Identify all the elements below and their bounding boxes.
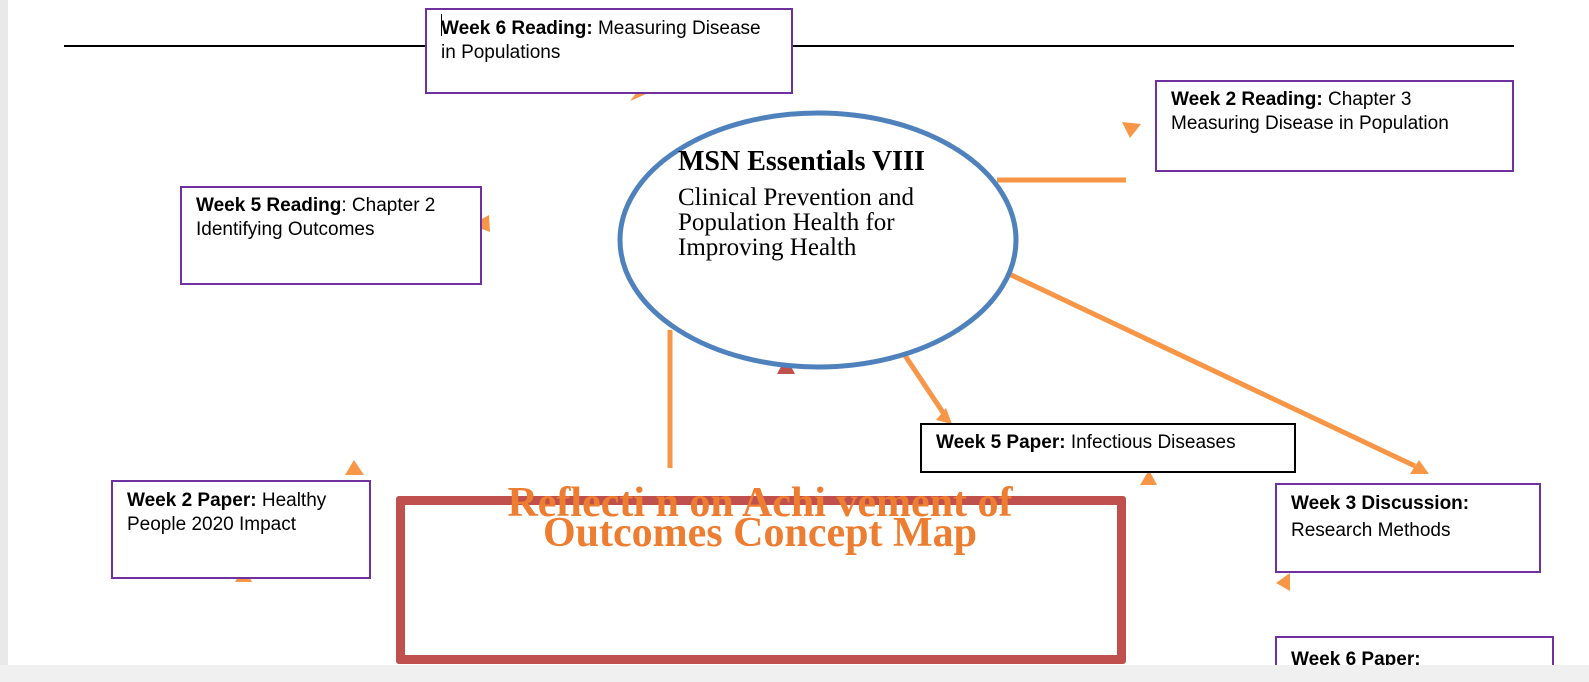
week2-paper-box[interactable]: Week 2 Paper: Healthy People 2020 Impact: [111, 480, 371, 579]
box-label: Week 3 Discussion:: [1291, 493, 1470, 514]
week2-reading-box[interactable]: Week 2 Reading: Chapter 3 Measuring Dise…: [1155, 80, 1514, 172]
box-label: Week 5 Reading: [196, 195, 342, 216]
reflection-frame[interactable]: [396, 496, 1126, 664]
box-label: Week 2 Paper:: [127, 490, 257, 511]
status-bar: [0, 665, 1589, 682]
box-text: Chapter 3 Measuring Disease in Populatio…: [1171, 89, 1449, 134]
overlay-title-line: Reflecti n on Achi vement of: [507, 480, 1013, 526]
page-margin: [0, 0, 8, 682]
box-text: Measuring Disease in Populations: [441, 18, 761, 63]
overlay-title-line: Outcomes Concept Map: [543, 510, 977, 556]
ellipse-content: MSN Essentials VIII Clinical Prevention …: [678, 145, 968, 260]
arrowhead-week2-paper-top: [345, 460, 364, 475]
ellipse-subtitle-line: Improving Health: [678, 234, 857, 261]
week5-paper-box[interactable]: Week 5 Paper: Infectious Diseases: [920, 423, 1296, 473]
week6-reading-box[interactable]: Week 6 Reading: Measuring Disease in Pop…: [425, 8, 793, 94]
connector-ellipse-week5-paper: [897, 346, 947, 416]
connector-ellipse-week3-discussion: [1003, 269, 1417, 469]
box-label: Week 5 Paper:: [936, 432, 1066, 453]
box-text: Research Methods: [1291, 520, 1451, 541]
ellipse-subtitle-line: Population Health for: [678, 209, 895, 236]
arrowhead-week3-discussion: [1410, 460, 1429, 474]
text-cursor: [441, 14, 442, 36]
box-label: Week 2 Reading:: [1171, 89, 1323, 110]
arrowhead-week5-paper-bottom: [1140, 470, 1157, 485]
arrowhead-week3-discussion-bottom: [1276, 573, 1290, 591]
box-text: Infectious Diseases: [1065, 432, 1236, 453]
week5-reading-box[interactable]: Week 5 Reading: Chapter 2 Identifying Ou…: [180, 186, 482, 285]
box-text: : Chapter 2 Identifying Outcomes: [196, 195, 436, 240]
central-ellipse: [617, 110, 1019, 370]
arrowhead-week2-reading: [1122, 122, 1141, 138]
ellipse-title: MSN Essentials VIII: [678, 146, 925, 177]
ellipse-subtitle: Clinical Prevention and Population Healt…: [678, 185, 968, 260]
box-label: Week 6 Paper:: [1291, 649, 1421, 670]
overlay-title: Reflecti n on Achi vement of Outcomes Co…: [400, 480, 1120, 556]
box-label: Week 6 Reading:: [441, 18, 593, 39]
arrowhead-week5-paper: [936, 408, 952, 424]
ellipse-subtitle-line: Clinical Prevention and: [678, 184, 915, 211]
week3-discussion-box[interactable]: Week 3 Discussion: Research Methods: [1275, 483, 1541, 573]
box-text: Healthy People 2020 Impact: [127, 490, 327, 535]
